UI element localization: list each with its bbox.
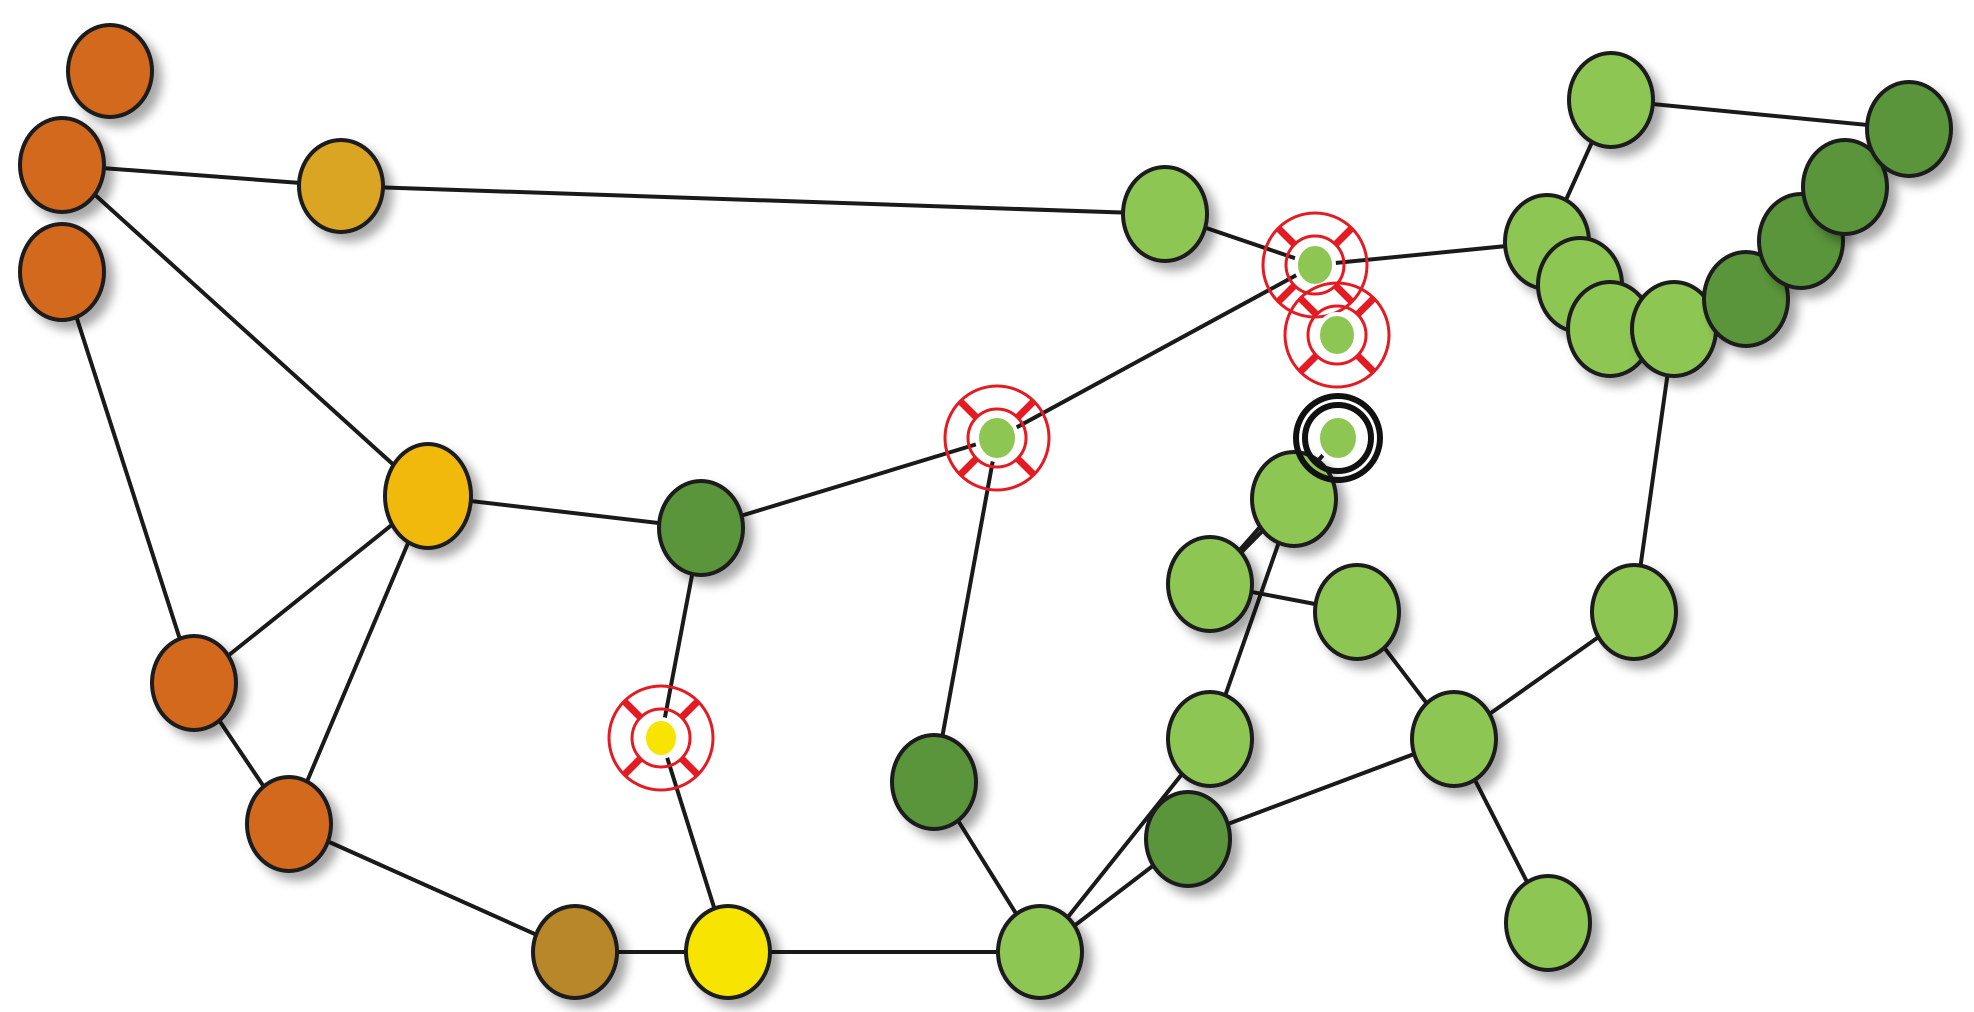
lifebuoy-outer-ring (1283, 281, 1391, 389)
lifebuoy-spoke (1275, 225, 1297, 247)
lifebuoy-inner-ring (1284, 234, 1346, 296)
lifebuoy-inner-ring (1306, 304, 1368, 366)
node-n33[interactable] (1801, 138, 1889, 236)
node-n34[interactable] (1865, 80, 1953, 178)
node-n4[interactable] (297, 138, 385, 234)
lifebuoy-spoke (1297, 353, 1319, 375)
node-n23[interactable] (1144, 790, 1232, 888)
lifebuoy-spoke (1297, 295, 1319, 317)
node-n2[interactable] (18, 116, 106, 214)
lifebuoy-spoke (1015, 456, 1037, 478)
node-n1[interactable] (66, 23, 154, 119)
node-n7[interactable] (245, 775, 333, 873)
node-n18[interactable] (1166, 535, 1254, 633)
lifebuoy-spoke (621, 698, 643, 720)
edge-n7-n5 (287, 494, 430, 826)
edge-n12-n13 (932, 436, 999, 784)
edge-n7-n8 (287, 822, 577, 954)
lifebuoy-spoke (957, 456, 979, 478)
node-n16[interactable] (1294, 242, 1336, 288)
node-n10[interactable] (642, 717, 680, 759)
node-n30[interactable] (1590, 563, 1678, 661)
lifebuoy-spoke (1355, 295, 1377, 317)
edge-n6-n5 (192, 494, 430, 685)
node-n8[interactable] (531, 904, 619, 1000)
edge-n2-n4 (60, 163, 343, 188)
lifebuoy-spoke (1015, 398, 1037, 420)
node-n11[interactable] (657, 479, 745, 577)
node-n35[interactable] (1567, 51, 1655, 149)
node-n17[interactable] (1316, 312, 1358, 358)
node-n25[interactable] (1504, 874, 1592, 972)
node-n6[interactable] (150, 634, 238, 732)
markers-layer (607, 211, 1391, 792)
target-marker-n19 (1293, 393, 1383, 483)
lifebuoy-marker-n17 (1283, 281, 1391, 389)
lifebuoy-spoke (1275, 283, 1297, 305)
lifebuoy-spoke (679, 756, 701, 778)
node-n9[interactable] (684, 904, 772, 1000)
lifebuoy-spoke (1333, 225, 1355, 247)
edge-n35-n34 (1609, 98, 1911, 131)
node-n31[interactable] (1702, 250, 1790, 348)
node-n15[interactable] (1121, 165, 1209, 263)
target-outer-ring (1293, 393, 1383, 483)
node-n13[interactable] (890, 733, 978, 831)
lifebuoy-marker-n12 (943, 384, 1051, 492)
edge-n5-n11 (426, 494, 703, 530)
node-n5[interactable] (383, 442, 473, 550)
node-n24[interactable] (1410, 690, 1498, 788)
lifebuoy-marker-n10 (607, 684, 715, 792)
lifebuoy-spoke (957, 398, 979, 420)
lifebuoy-outer-ring (607, 684, 715, 792)
target-inner-ring (1302, 402, 1374, 474)
lifebuoy-marker-n16 (1261, 211, 1369, 319)
edge-n3-n6 (60, 270, 196, 685)
edge-n11-n12 (699, 436, 999, 530)
lifebuoy-outer-ring (943, 384, 1051, 492)
node-n14[interactable] (996, 904, 1084, 1000)
edge-n12-n16 (995, 263, 1317, 440)
node-n21[interactable] (1313, 563, 1401, 661)
lifebuoy-spoke (1333, 283, 1355, 305)
lifebuoy-inner-ring (630, 707, 692, 769)
edge-n2-n5 (60, 163, 430, 498)
nodes-layer (18, 23, 1953, 1000)
node-n12[interactable] (975, 414, 1019, 462)
lifebuoy-spoke (621, 756, 643, 778)
edge-n4-n15 (339, 184, 1167, 216)
node-n22[interactable] (1166, 690, 1254, 788)
lifebuoy-spoke (1355, 353, 1377, 375)
lifebuoy-spoke (679, 698, 701, 720)
node-n3[interactable] (18, 222, 106, 322)
lifebuoy-inner-ring (966, 407, 1028, 469)
edge-n23-n24 (1186, 737, 1456, 841)
node-n19[interactable] (1316, 414, 1360, 462)
